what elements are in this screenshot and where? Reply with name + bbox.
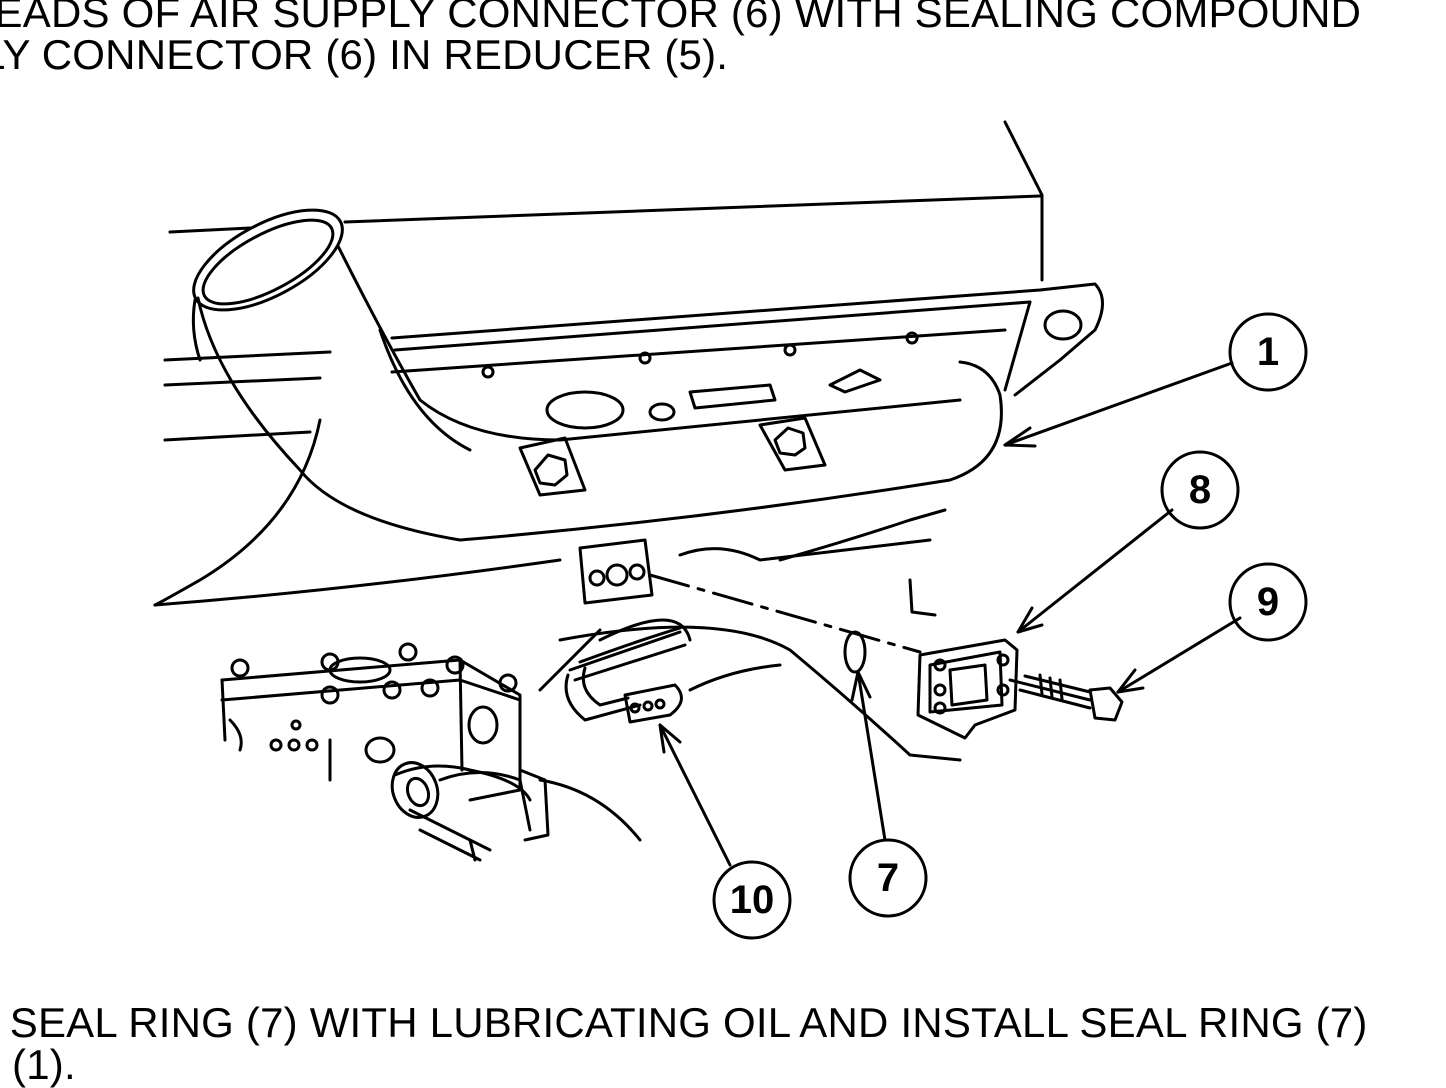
bracket-part-10: [564, 626, 687, 724]
callout-9-label: 9: [1257, 580, 1279, 624]
connector-part-8: [916, 638, 1019, 740]
callout-10: 10: [712, 860, 792, 940]
lower-housing: [538, 508, 962, 762]
exhaust-manifold: [153, 208, 1003, 607]
valve-block: [220, 642, 522, 802]
callout-7-label: 7: [877, 856, 899, 900]
callout-10-label: 10: [730, 878, 775, 922]
callout-9: 9: [1228, 562, 1308, 642]
callout-8-label: 8: [1189, 468, 1211, 512]
instruction-text-line-4: ) (1).: [0, 1041, 76, 1088]
exploded-view-centerline: [648, 573, 922, 654]
seal-ring-7: [843, 630, 867, 674]
callout-1: 1: [1228, 312, 1308, 392]
leader-arrows: [658, 361, 1242, 867]
engine-block-outline: [168, 120, 1104, 397]
manifold-studs: [481, 331, 919, 497]
oil-tube: [390, 761, 642, 862]
instruction-text-line-3: / SEAL RING (7) WITH LUBRICATING OIL AND…: [0, 999, 1368, 1046]
callout-8: 8: [1160, 450, 1240, 530]
instruction-text-line-1: READS OF AIR SUPPLY CONNECTOR (6) WITH S…: [0, 0, 1362, 36]
bolt-part-9: [1008, 673, 1124, 722]
callout-7: 7: [848, 838, 928, 918]
instruction-text-line-2: LY CONNECTOR (6) IN REDUCER (5).: [0, 31, 729, 78]
callout-1-label: 1: [1257, 330, 1279, 374]
